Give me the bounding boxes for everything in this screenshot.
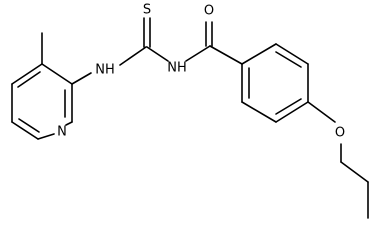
molecule-drawing: S O NH NH N O: [11, 3, 369, 219]
atom-label-amine-nh-left: NH: [95, 63, 115, 78]
bond-ring-o: [307, 101, 336, 123]
bond-bz-2-3-inner: [275, 51, 302, 68]
propoxy-chain: [307, 101, 369, 219]
bond-bz-1-2: [241, 43, 277, 65]
pyridine-ring: [11, 63, 73, 140]
bond-py-c6-n: [37, 133, 55, 140]
atom-label-amine-nh-right: NH: [167, 61, 187, 76]
bond-bz-4-5: [275, 101, 309, 123]
bond-py-n-c2: [65, 121, 73, 126]
thiourea-linkage: [71, 17, 243, 85]
bond-nh-co: [185, 45, 211, 62]
bond-nh-cs: [119, 46, 147, 66]
atom-label-ether-oxygen: O: [335, 126, 345, 141]
atom-label-pyridine-nitrogen: N: [57, 125, 67, 140]
bond-c1-c2: [340, 161, 369, 183]
bond-py-c3-c4-inner: [17, 71, 41, 88]
bond-py-c3-c4: [11, 63, 43, 85]
bond-bz-2-3: [275, 43, 309, 65]
bond-py-c5-c6: [11, 121, 39, 140]
bond-co-ring: [209, 45, 243, 65]
bond-cs-nh: [146, 46, 169, 62]
bond-c2-nh: [71, 72, 92, 85]
benzene-ring: [241, 43, 309, 123]
bond-py-c3-c2: [41, 63, 73, 85]
bond-py-c5-c6-inner: [18, 118, 40, 133]
bond-bz-5-6: [241, 101, 277, 123]
atom-label-thione-sulfur: S: [143, 3, 151, 18]
atom-label-amide-oxygen: O: [204, 4, 214, 19]
chemical-structure-canvas: S O NH NH N O: [11, 3, 369, 219]
bond-bz-4-5-inner: [275, 98, 302, 115]
